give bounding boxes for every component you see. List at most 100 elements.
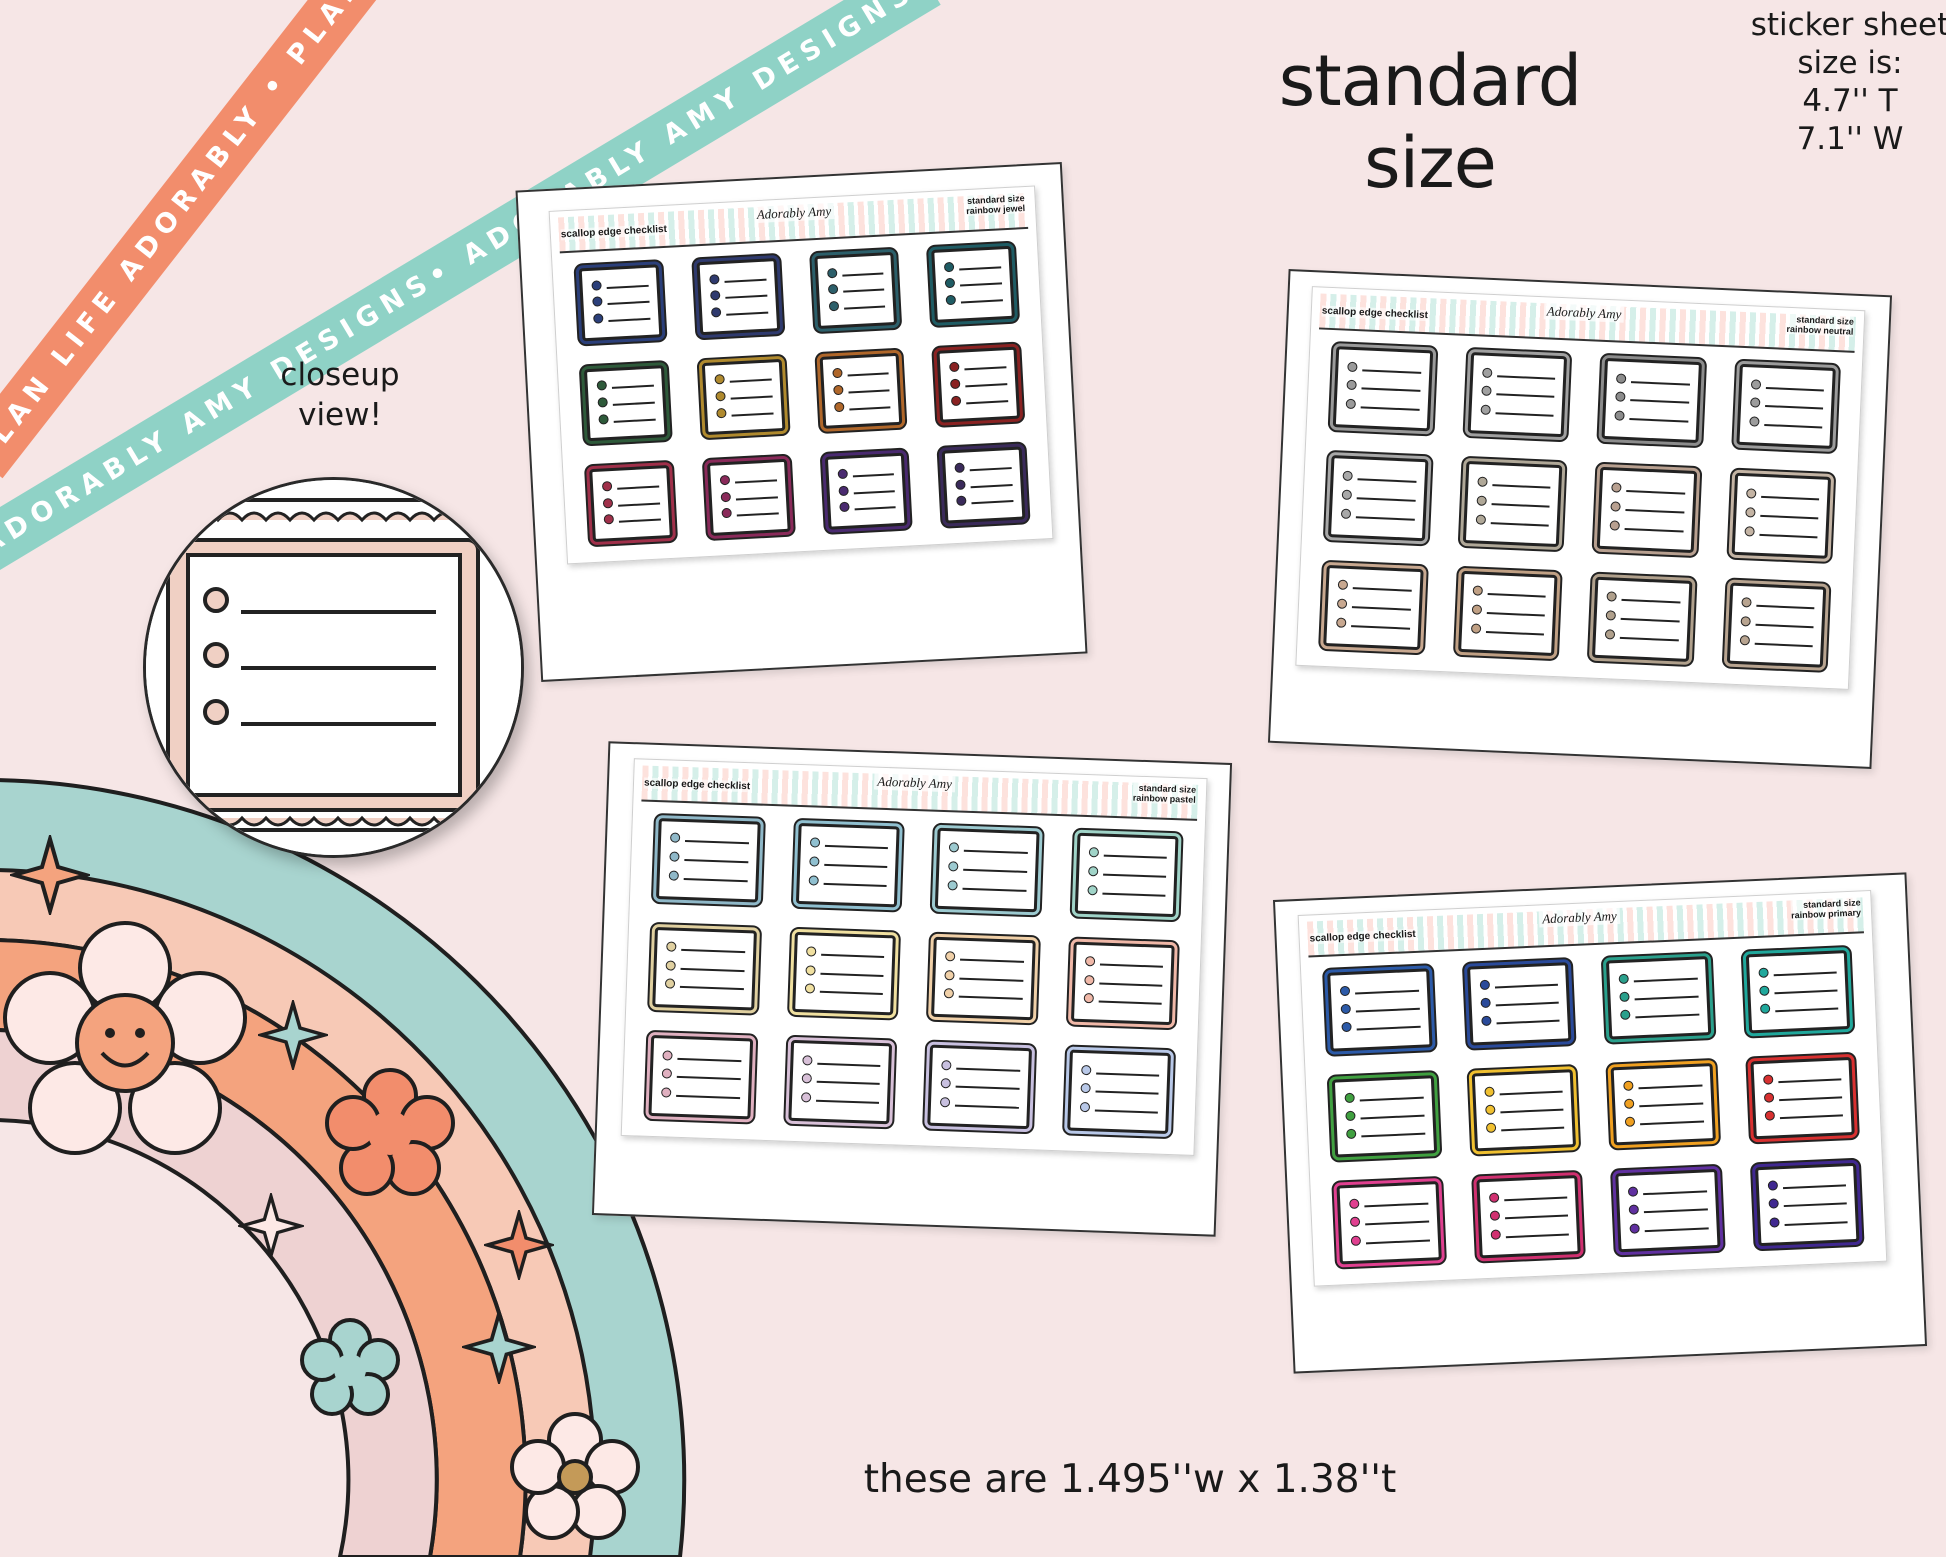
checklist-line — [1095, 1072, 1160, 1077]
checklist-dot — [1611, 482, 1622, 493]
checklist-line — [1360, 406, 1420, 412]
checklist-line — [1359, 1096, 1424, 1102]
checklist-dot — [1763, 1092, 1774, 1103]
checklist-line — [965, 383, 1008, 388]
checklist-line — [848, 405, 891, 411]
checklist-dot — [1484, 1104, 1496, 1115]
checklist-line — [1778, 1096, 1843, 1101]
closeup-label: closeup view! — [240, 355, 440, 435]
checklist-line — [1485, 630, 1544, 636]
checklist-line — [820, 953, 885, 959]
checklist-dot — [955, 479, 966, 490]
checklist-line — [1098, 982, 1163, 987]
checklist-dot — [950, 378, 961, 390]
checklist-dot — [1605, 610, 1617, 621]
checklist-sticker — [824, 453, 908, 530]
checklist-dot — [1079, 1101, 1090, 1113]
checklist-line — [1621, 599, 1680, 604]
checklist-sticker — [1754, 1163, 1860, 1247]
checklist-line — [961, 299, 1003, 304]
checklist-line — [819, 991, 883, 996]
checklist-line — [1774, 1007, 1839, 1013]
checklist-dot — [940, 1078, 951, 1089]
checklist-dot — [1764, 1110, 1775, 1121]
checklist-line — [824, 845, 888, 850]
checklist-line — [1365, 1239, 1430, 1244]
checklist-sticker — [1475, 1175, 1581, 1259]
checklist-line — [1644, 1227, 1709, 1232]
checklist-sticker — [589, 465, 673, 543]
sheet-frame-neutral: scallop edge checklist Adorably Amy stan… — [1267, 269, 1893, 769]
checklist-line — [734, 479, 777, 484]
checklist-line — [1643, 1208, 1708, 1214]
checklist-line — [1496, 1019, 1560, 1025]
checklist-line — [963, 868, 1027, 874]
checklist-dot — [833, 401, 845, 412]
checklist-dot — [1483, 1086, 1495, 1097]
checklist-line — [1779, 1114, 1843, 1120]
checklist-line — [680, 967, 745, 972]
checklist-sticker — [706, 459, 791, 536]
checklist-line — [1365, 1221, 1429, 1226]
checklist-line — [684, 859, 748, 864]
checklist-dot — [1472, 585, 1483, 597]
checklist-line — [960, 958, 1024, 963]
checklist-sticker — [795, 822, 900, 908]
checklist-dot — [1744, 506, 1756, 518]
checklist-line — [676, 1076, 741, 1081]
checklist-sticker — [1331, 1074, 1437, 1158]
checklist-dot — [831, 368, 843, 379]
checklist-dot — [1739, 616, 1751, 627]
checklist-line — [1103, 855, 1167, 860]
checklist-sticker — [813, 251, 898, 329]
sheet-size-line3: 4.7'' T — [1802, 83, 1898, 119]
checklist-sticker — [1327, 968, 1433, 1052]
checklist-sticker — [1735, 363, 1836, 450]
checklist-line — [1755, 604, 1815, 610]
checklist-sticker — [1605, 956, 1711, 1040]
checklist-dot — [944, 278, 956, 289]
checklist-line — [617, 485, 659, 490]
checklist-line — [1496, 374, 1556, 380]
checklist-sticker — [578, 264, 663, 342]
checklist-sticker — [1070, 941, 1175, 1026]
checklist-line — [1491, 502, 1550, 508]
checklist-dot — [1623, 1080, 1634, 1091]
checklist-dot — [593, 313, 604, 324]
checklist-line — [677, 1057, 741, 1062]
flower-teal-icon — [300, 1318, 400, 1416]
checklist-line — [853, 489, 896, 495]
checklist-dot — [1759, 1003, 1770, 1015]
checklist-dot — [1475, 514, 1486, 525]
sticker-grid — [642, 812, 1184, 1140]
sheet-header — [641, 765, 1199, 821]
checklist-sticker — [701, 358, 785, 436]
checklist-line — [1361, 387, 1420, 393]
checklist-line — [966, 399, 1009, 404]
checklist-line — [847, 389, 890, 394]
checklist-line — [1495, 1001, 1559, 1007]
flower-smiley-icon — [3, 921, 247, 1155]
flower-orange-icon — [325, 1068, 455, 1196]
checklist-line — [1094, 1090, 1159, 1096]
checklist-line — [1491, 484, 1551, 489]
checklist-dot — [1767, 1180, 1778, 1192]
checklist-dot — [714, 374, 725, 385]
checklist-line — [1624, 527, 1684, 533]
checklist-sticker — [696, 258, 780, 335]
checklist-dot — [801, 1073, 812, 1084]
checklist-dot — [603, 514, 615, 525]
checklist-line — [607, 301, 650, 306]
checklist-dot — [1620, 1009, 1631, 1021]
checklist-line — [1355, 515, 1415, 521]
checklist-dot — [1623, 1098, 1635, 1109]
checklist-line — [724, 278, 767, 283]
checklist-line — [1101, 892, 1166, 897]
checklist-dot — [1079, 1083, 1091, 1094]
checklist-dot — [598, 413, 609, 425]
checklist-dot — [948, 861, 959, 872]
checklist-dot — [804, 965, 816, 976]
checklist-dot — [804, 983, 815, 994]
checklist-dot — [838, 501, 850, 513]
checklist-dot — [801, 1054, 813, 1066]
